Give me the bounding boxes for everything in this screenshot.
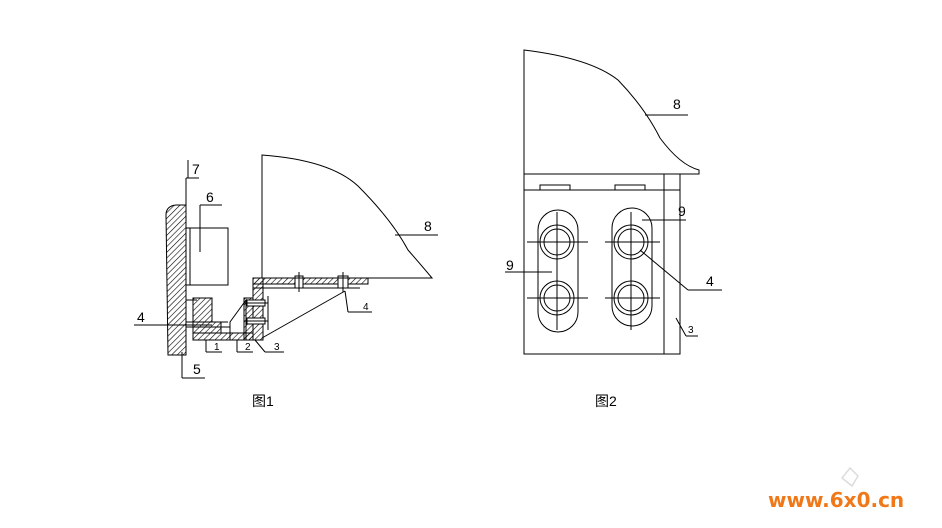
caption-figure-2: 图2 [595,393,617,409]
bolt-top-right [605,212,660,272]
figure-2 [505,49,722,355]
label-6: 6 [206,189,214,205]
label-4-fig1-left: 4 [137,309,145,325]
label-3-fig2: 3 [688,325,694,336]
label-2: 2 [245,342,251,353]
box-part-6 [185,227,229,286]
label-8-fig1: 8 [424,218,432,234]
bolt-top-left [527,212,588,272]
label-9-top: 9 [678,203,686,219]
watermark: www.6x0.cn [768,466,904,512]
figure-1 [134,154,438,379]
label-3-fig1: 3 [274,342,280,353]
label-5: 5 [193,361,201,377]
figure-2-labels: 8 9 9 4 3 图2 [506,96,714,409]
label-8-fig2: 8 [673,96,681,112]
watermark-text: www.6x0.cn [768,488,904,512]
label-1: 1 [214,342,220,353]
watermark-logo-icon [840,466,859,488]
bolt-bottom-left [527,268,588,330]
caption-figure-1: 图1 [252,393,274,409]
glass-part-8 [261,154,434,279]
label-9-left: 9 [506,257,514,273]
slot-right [611,207,653,327]
wall-part-5 [165,204,187,356]
figure-1-labels: 7 6 8 4 4 5 1 2 3 图1 [137,161,432,409]
label-4-fig1-right: 4 [363,302,369,313]
glass-part-8-fig2 [523,49,700,175]
bolt-bottom-right [605,268,660,330]
slot-left [537,209,579,333]
label-7: 7 [192,161,200,177]
label-4-fig2: 4 [706,273,714,289]
